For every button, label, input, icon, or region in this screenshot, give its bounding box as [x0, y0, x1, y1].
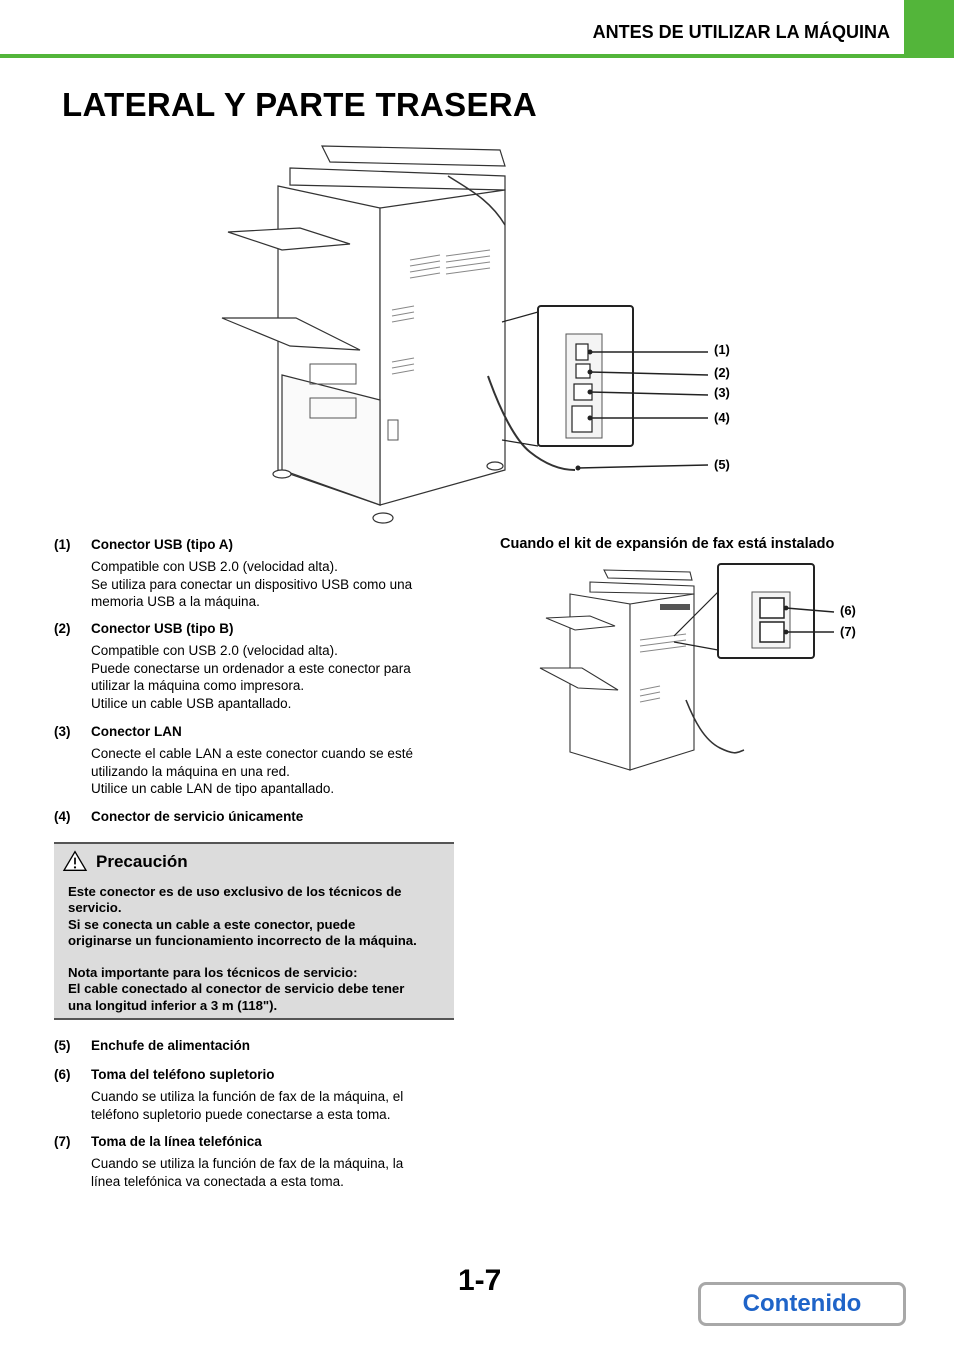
- header-rule: [0, 54, 954, 58]
- fax-kit-caption: Cuando el kit de expansión de fax está i…: [500, 536, 835, 552]
- item-number: (5): [54, 1038, 71, 1053]
- item-service-connector: (4) Conector de servicio únicamente: [54, 808, 454, 828]
- page-number: 1-7: [458, 1264, 502, 1297]
- page-title: LATERAL Y PARTE TRASERA: [62, 86, 538, 123]
- caution-text: Este conector es de uso exclusivo de los…: [68, 884, 417, 1013]
- callout-7: (7): [840, 624, 856, 639]
- callout-4: (4): [714, 410, 730, 425]
- item-name: Toma del teléfono supletorio: [91, 1067, 275, 1082]
- item-usb-type-a: (1) Conector USB (tipo A) Compatible con…: [54, 536, 454, 616]
- machine-rear-illustration: (1) (2) (3) (4) (5): [221, 145, 730, 524]
- item-power-plug: (5) Enchufe de alimentación: [54, 1037, 454, 1057]
- item-description: Cuando se utiliza la función de fax de l…: [91, 1156, 404, 1189]
- caution-box: Precaución Este conector es de uso exclu…: [54, 842, 454, 1020]
- callout-6: (6): [840, 603, 856, 618]
- item-number: (2): [54, 621, 71, 636]
- item-description: Compatible con USB 2.0 (velocidad alta).…: [91, 643, 411, 711]
- item-number: (1): [54, 537, 71, 552]
- fax-kit-illustration: (6) (7): [539, 563, 856, 771]
- callout-1: (1): [714, 342, 730, 357]
- section-title: ANTES DE UTILIZAR LA MÁQUINA: [592, 22, 890, 42]
- callout-3: (3): [714, 385, 730, 400]
- item-name: Conector de servicio únicamente: [91, 809, 304, 824]
- item-number: (7): [54, 1134, 71, 1149]
- item-name: Enchufe de alimentación: [91, 1038, 251, 1053]
- item-number: (6): [54, 1067, 71, 1082]
- item-phone-line-jack: (7) Toma de la línea telefónica Cuando s…: [54, 1133, 454, 1195]
- header-tab: [904, 0, 954, 54]
- item-name: Toma de la línea telefónica: [91, 1134, 262, 1149]
- item-number: (3): [54, 724, 71, 739]
- contents-button[interactable]: Contenido: [698, 1282, 906, 1326]
- item-name: Conector USB (tipo A): [91, 537, 233, 552]
- item-lan-connector: (3) Conector LAN Conecte el cable LAN a …: [54, 723, 454, 803]
- item-description: Compatible con USB 2.0 (velocidad alta).…: [91, 559, 413, 609]
- caution-title: Precaución: [96, 852, 188, 871]
- item-number: (4): [54, 809, 71, 824]
- item-description: Conecte el cable LAN a este conector cua…: [91, 746, 413, 796]
- item-usb-type-b: (2) Conector USB (tipo B) Compatible con…: [54, 620, 454, 716]
- item-extension-phone-jack: (6) Toma del teléfono supletorio Cuando …: [54, 1066, 454, 1128]
- item-name: Conector LAN: [91, 724, 182, 739]
- item-name: Conector USB (tipo B): [91, 621, 234, 636]
- callout-2: (2): [714, 365, 730, 380]
- item-description: Cuando se utiliza la función de fax de l…: [91, 1089, 404, 1122]
- warning-triangle-icon: [62, 850, 88, 871]
- callout-5: (5): [714, 457, 730, 472]
